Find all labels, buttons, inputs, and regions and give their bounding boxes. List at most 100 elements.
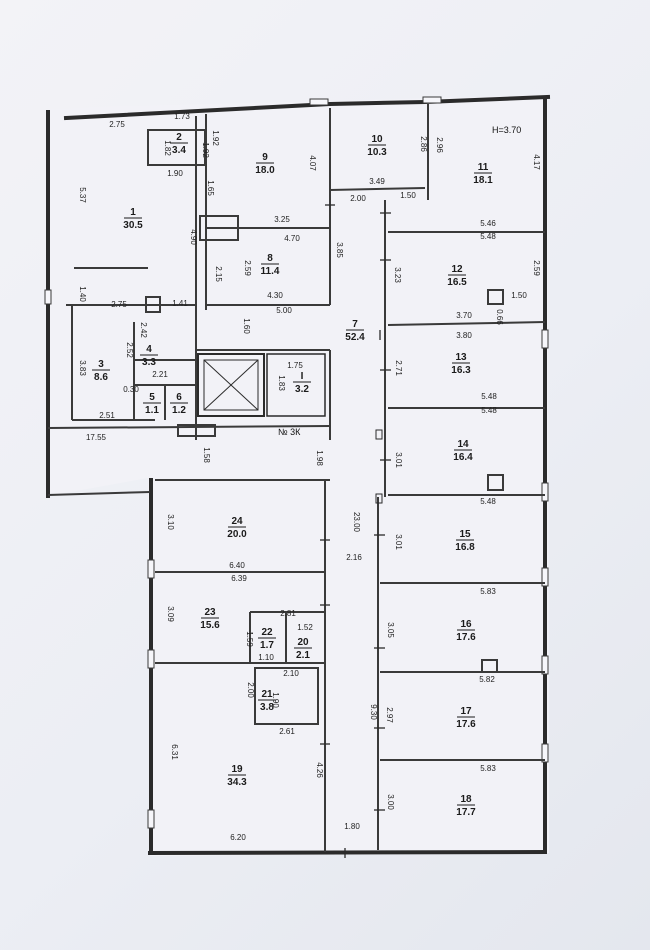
dimension-label: 6.31 (170, 744, 179, 760)
room-label-4: 43.3 (140, 344, 158, 368)
room-area: 34.3 (227, 777, 247, 788)
dimension-label: 5.48 (480, 232, 496, 241)
partitions (66, 104, 546, 852)
dimension-label: 1.50 (400, 191, 416, 200)
room-area: 18.1 (473, 175, 493, 186)
dimension-label: 1.90 (167, 169, 183, 178)
dimension-label: 5.00 (276, 306, 292, 315)
dimension-label: 4.90 (189, 229, 198, 245)
room-label-21: 213.8 (258, 689, 276, 713)
room-number: 14 (457, 439, 469, 450)
room-number: 13 (455, 352, 467, 363)
room-area: 30.5 (123, 220, 143, 231)
dimension-label: 23.00 (352, 512, 361, 533)
window (147, 559, 155, 579)
room-label-14: 14 16.4 (453, 439, 473, 463)
window (422, 96, 442, 104)
dimension-label: 2.21 (152, 370, 168, 379)
dimension-label: 5.83 (480, 764, 496, 773)
dimension-label: 1.83 (277, 375, 286, 391)
doors (320, 204, 391, 858)
window (541, 329, 549, 349)
dimension-label: 1.75 (287, 361, 303, 370)
dimension-label: 17.55 (86, 433, 107, 442)
dimension-label: 1.92 (201, 142, 210, 158)
room-number: 21 (261, 689, 273, 700)
room-area: 17.7 (456, 807, 476, 818)
dimension-label: 4.07 (308, 155, 317, 171)
dimension-label: 3.70 (456, 311, 472, 320)
room-area: 2.1 (296, 650, 310, 661)
dimension-label: 9.30 (369, 704, 378, 720)
dimension-label: 3.09 (166, 606, 175, 622)
ceiling-height-label: H=3.70 (492, 125, 521, 135)
dimension-label: 5.48 (481, 392, 497, 401)
room-area: 1.1 (145, 405, 159, 416)
dimension-label: 2.52 (125, 342, 134, 358)
dimension-label: 1.65 (206, 180, 215, 196)
room-number: 18 (460, 794, 472, 805)
dimension-label: 2.96 (435, 137, 444, 153)
dimension-label: 2.86 (419, 136, 428, 152)
dimension-label: 3.49 (369, 177, 385, 186)
room-area: 52.4 (345, 332, 365, 343)
room-area: 16.4 (453, 452, 473, 463)
room-number: 4 (146, 344, 152, 355)
room-label-20: 202.1 (294, 637, 312, 661)
dimension-label: 2.71 (394, 360, 403, 376)
dimension-label: 6.39 (231, 574, 247, 583)
dimension-label: 3.25 (274, 215, 290, 224)
room-label-9: 918.0 (255, 152, 275, 176)
room-area: 3.4 (172, 145, 186, 156)
dimension-label: 2.00 (350, 194, 366, 203)
dimension-label: 3.00 (386, 794, 395, 810)
dimension-label: 1.58 (202, 447, 211, 463)
room-area: 17.6 (456, 632, 476, 643)
window (147, 649, 155, 669)
dimension-label: 1.60 (242, 318, 251, 334)
dimension-label: 1.40 (78, 286, 87, 302)
room-number: 7 (352, 319, 358, 330)
dimension-label: 4.17 (532, 154, 541, 170)
dimension-label: 1.82 (163, 140, 172, 156)
room-number: 3 (98, 359, 104, 370)
dimension-label: 2.59 (243, 260, 252, 276)
room-number: 22 (261, 627, 273, 638)
room-area: 3.8 (260, 702, 274, 713)
dimension-label: 1.73 (174, 112, 190, 121)
dimension-label: 2.81 (280, 609, 296, 618)
outer-wall-top (63, 94, 551, 121)
window (309, 98, 329, 106)
room-label-I: I3.2 (293, 371, 311, 395)
room-number: 5 (149, 392, 155, 403)
dimension-label: 3.85 (335, 242, 344, 258)
dimension-label: 2.42 (139, 322, 148, 338)
room-area: 18.0 (255, 165, 275, 176)
room-area: 16.8 (455, 542, 475, 553)
dimension-label: 3.01 (394, 452, 403, 468)
window (147, 809, 155, 829)
dimension-label: 2.59 (532, 260, 541, 276)
room-labels: 130.523.438.643.351.161.2752.4811.4918.0… (92, 132, 493, 818)
dimension-label: 0.66 (495, 309, 504, 325)
room-area: 1.2 (172, 405, 186, 416)
dimension-label: 2.10 (283, 669, 299, 678)
room-number: 15 (459, 529, 471, 540)
dimension-label: 5.83 (480, 587, 496, 596)
room-label-5: 51.1 (143, 392, 161, 416)
dimension-label: 1.41 (172, 299, 188, 308)
dimension-label: 2.51 (99, 411, 115, 420)
dimension-label: 3.23 (393, 267, 402, 283)
dimension-label: 3.83 (78, 360, 87, 376)
dimension-label: 4.30 (267, 291, 283, 300)
dimension-label: 5.48 (480, 497, 496, 506)
room-label-6: 61.2 (170, 392, 188, 416)
dimension-label: 2.75 (111, 300, 127, 309)
dimension-label: 4.70 (284, 234, 300, 243)
